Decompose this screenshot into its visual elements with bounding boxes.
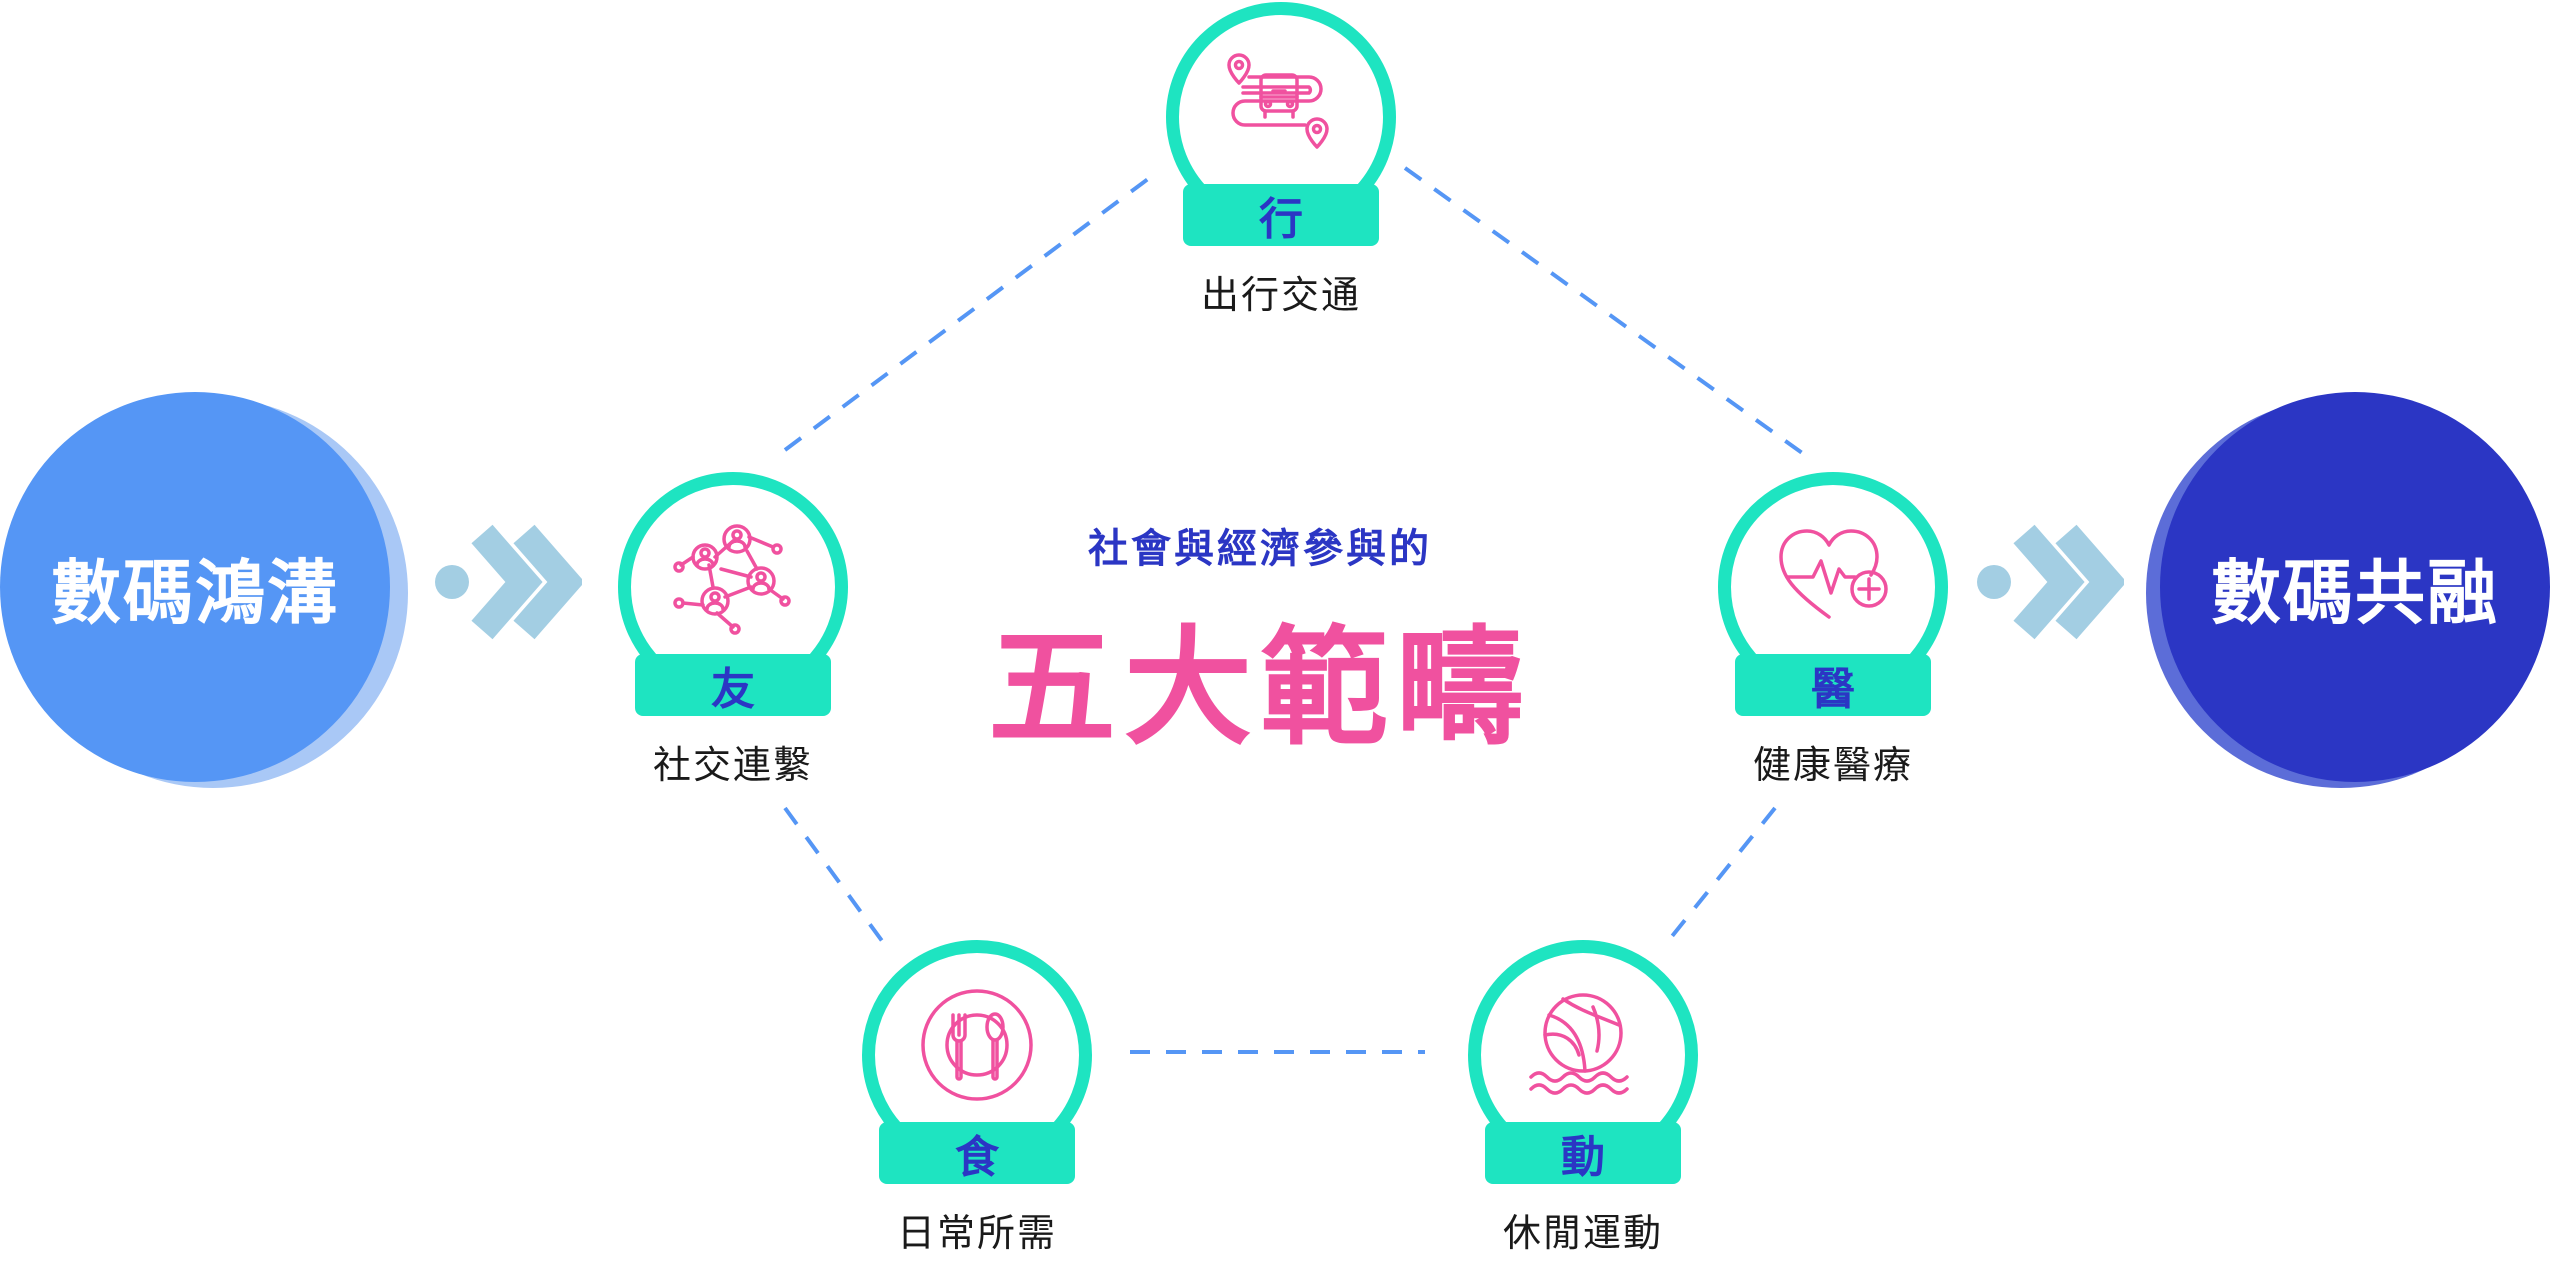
node-tag: 行 (1183, 184, 1379, 246)
node-caption: 健康醫療 (1752, 743, 1913, 787)
bus-route-icon (1227, 53, 1329, 149)
domain-node-social: 友 社交連繫 (618, 472, 848, 802)
dining-icon (921, 989, 1033, 1101)
domain-node-sport: 動 休閒運動 (1468, 940, 1698, 1270)
center-title: 五大範疇 (987, 614, 1532, 763)
node-tag: 友 (635, 654, 831, 716)
domain-node-food: 食 日常所需 (862, 940, 1092, 1270)
heart-health-icon (1779, 529, 1888, 619)
node-tag: 食 (879, 1122, 1075, 1184)
node-caption: 出行交通 (1200, 273, 1361, 317)
node-caption: 社交連繫 (652, 743, 813, 787)
digital-inclusion-circle: 數碼共融 (2146, 392, 2550, 788)
social-network-icon (673, 524, 791, 635)
node-tag: 動 (1485, 1122, 1681, 1184)
node-tag: 醫 (1735, 654, 1931, 716)
center-subtitle: 社會與經濟參與的 (1088, 526, 1432, 572)
beach-ball-icon (1529, 993, 1629, 1095)
digital-divide-label: 數碼鴻溝 (0, 392, 390, 782)
digital-divide-circle: 數碼鴻溝 (0, 392, 408, 788)
digital-inclusion-label: 數碼共融 (2160, 392, 2550, 782)
link-friend-food (783, 806, 887, 947)
node-caption: 日常所需 (896, 1211, 1057, 1255)
link-medical-sport (1663, 806, 1777, 947)
domain-node-medical: 醫 健康醫療 (1718, 472, 1948, 802)
link-travel-medical (1403, 166, 1807, 457)
link-friend-travel (783, 168, 1162, 452)
chevron-right-icon (1977, 524, 2124, 640)
chevron-right-icon (435, 524, 582, 640)
domain-node-travel: 行 出行交通 (1166, 2, 1396, 332)
node-caption: 休閒運動 (1502, 1211, 1663, 1255)
